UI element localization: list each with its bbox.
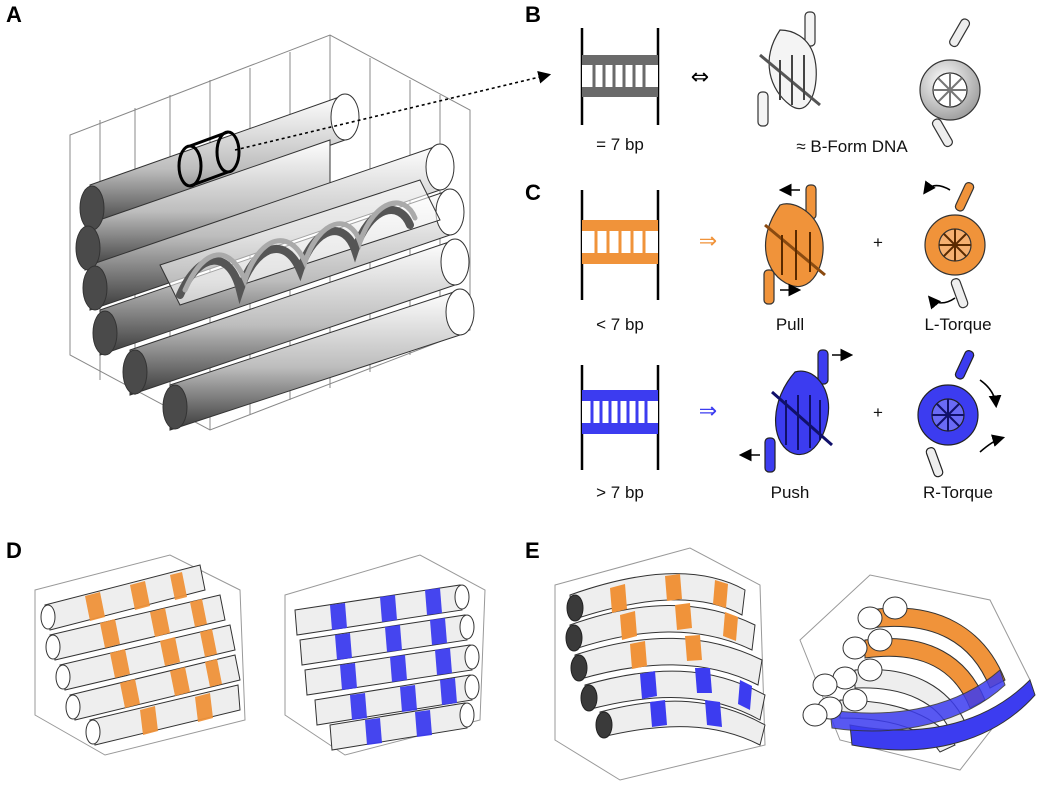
panel-d-right-bundle [284,554,486,756]
zoom-pointer-arrow [234,71,552,151]
b-form-helix-top [919,18,981,148]
l-torque-arrow-top [923,180,951,195]
l-torque-helix [924,182,986,309]
r-torque-arrow-top [979,379,1002,409]
underwound-arrow: ⇒ [699,229,717,254]
pull-helix [763,184,826,305]
push-label: Push [771,483,810,502]
r-torque-helix [917,350,979,478]
segment-underwound [580,190,660,300]
panel-label-c: C [525,180,541,205]
r-torque-arrow-bottom [979,434,1006,453]
panel-e-right-bundle [799,574,1036,771]
bp-caption-overwound: > 7 bp [596,483,644,502]
bp-caption-underwound: < 7 bp [596,315,644,334]
panel-b-neutral-segment [580,28,660,125]
panel-label-d: D [6,538,22,563]
l-torque-arrow-bottom [927,295,956,310]
plus-underwound: + [873,233,883,252]
panel-label-b: B [525,2,541,27]
b-form-helix-side [757,11,821,127]
panel-d-left-bundle [34,554,246,756]
panel-a-bundle [69,34,552,431]
l-torque-label: L-Torque [924,315,991,334]
panel-e-left-bundle [554,547,766,781]
push-helix [764,349,833,473]
panel-label-a: A [6,2,22,27]
panel-label-e: E [525,538,540,563]
equivalence-symbol: ⇔ [691,65,709,90]
overwound-arrow: ⇒ [699,399,717,424]
bp-caption-neutral: = 7 bp [596,135,644,154]
b-form-dna-caption: ≈ B-Form DNA [796,137,908,156]
r-torque-label: R-Torque [923,483,993,502]
highlighted-segment [177,130,241,188]
segment-overwound [580,365,660,470]
plus-overwound: + [873,403,883,422]
pull-label: Pull [776,315,804,334]
